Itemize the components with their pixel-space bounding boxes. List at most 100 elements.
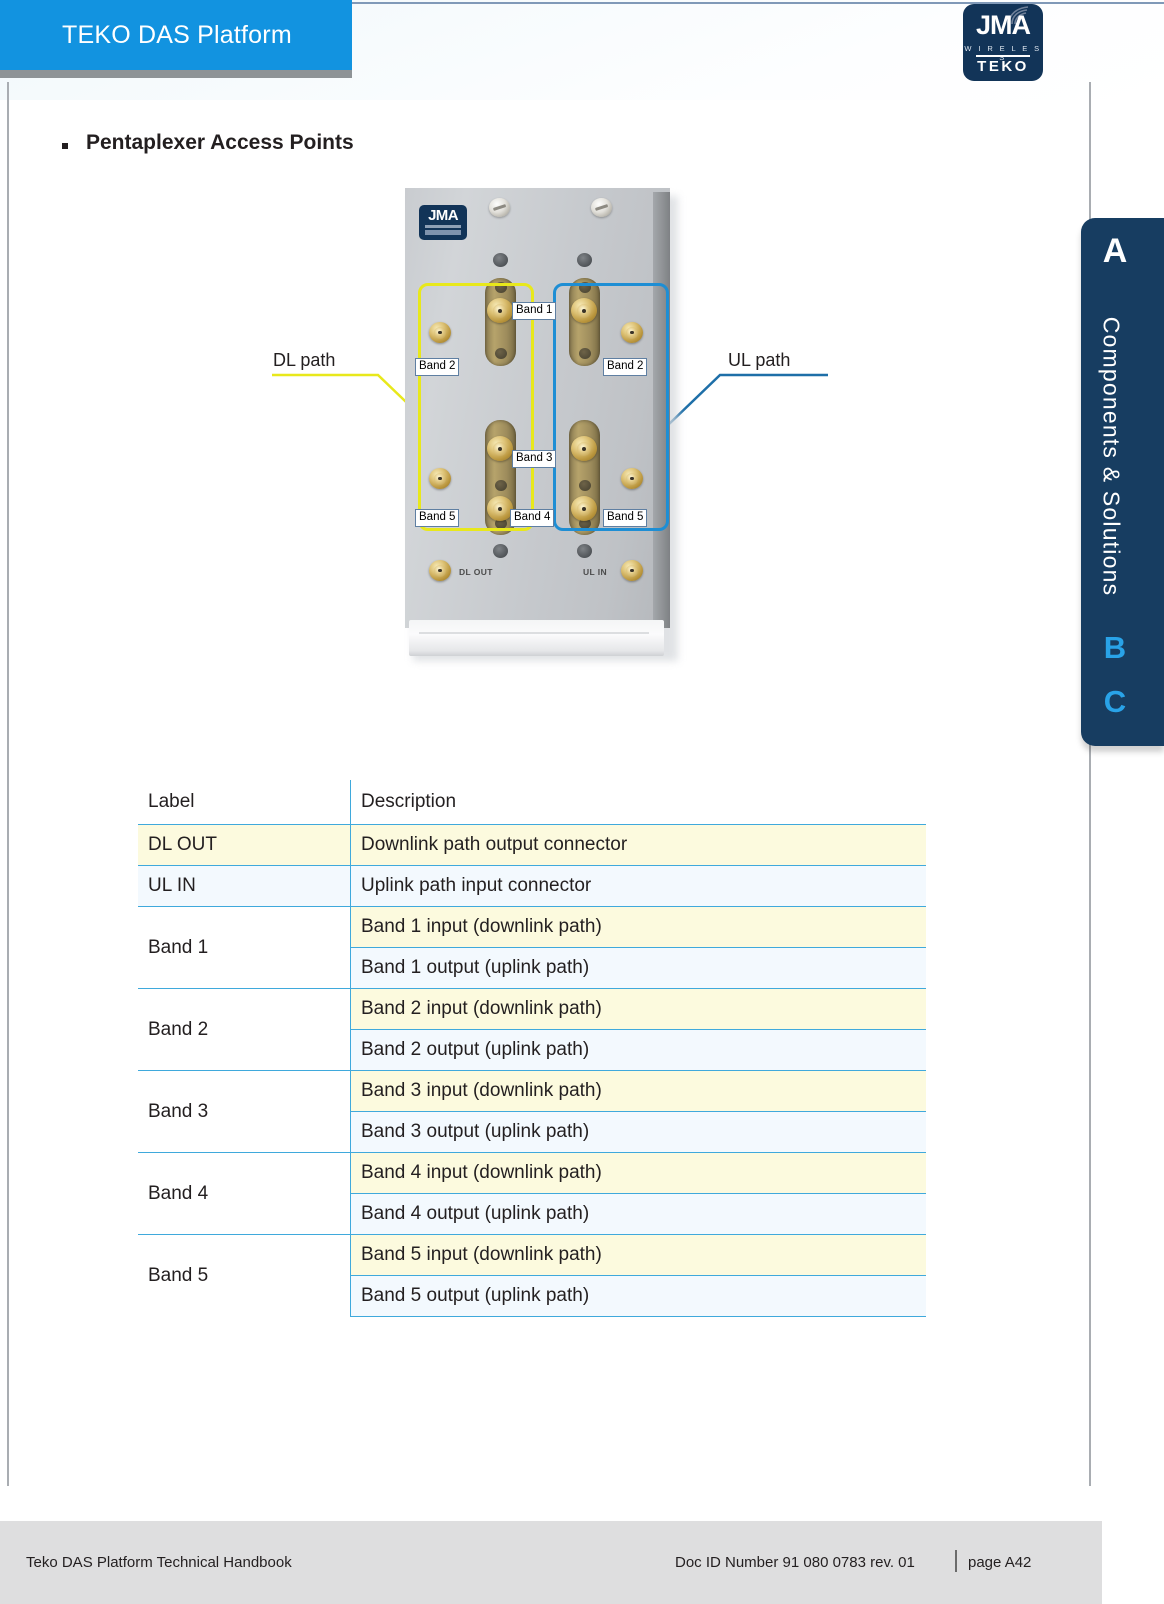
logo-jma-text: JMA xyxy=(975,10,1031,40)
row-desc-ul-in: Uplink path input connector xyxy=(350,865,926,907)
connector-band3-dl xyxy=(487,436,513,461)
strip-hole-6 xyxy=(579,348,591,359)
device-sticker-text: JMA xyxy=(428,207,458,224)
dark-port-lower-left xyxy=(493,544,508,558)
table-row: Band 2 output (uplink path) xyxy=(138,1029,926,1071)
row-label-dl-out: DL OUT xyxy=(138,824,351,866)
connector-band2-ul xyxy=(621,322,643,343)
side-tab-chapter-title: Components & Solutions xyxy=(1098,316,1125,597)
footer-doc-id: Doc ID Number 91 080 0783 rev. 01 xyxy=(675,1554,915,1571)
side-tab-letter-c[interactable]: C xyxy=(1103,684,1127,719)
strip-hole-2 xyxy=(495,348,507,359)
connector-band5-dl xyxy=(429,468,451,489)
table-row: Band 1 Band 1 input (downlink path) xyxy=(138,906,926,989)
logo-wireless-text: W I R E L E S S xyxy=(964,44,1042,62)
strip-hole-8 xyxy=(579,518,591,529)
platform-title-tab xyxy=(0,0,352,70)
row-desc-band-3-in: Band 3 input (downlink path) xyxy=(350,1070,926,1112)
strip-hole-5 xyxy=(579,282,591,293)
strip-hole-4 xyxy=(495,518,507,529)
connector-band1-ul xyxy=(571,298,597,323)
row-desc-band-2-in: Band 2 input (downlink path) xyxy=(350,988,926,1030)
connector-band3-ul xyxy=(571,436,597,461)
table-row: Band 3 Band 3 input (downlink path) xyxy=(138,1070,926,1153)
footer-handbook-title: Teko DAS Platform Technical Handbook xyxy=(26,1554,292,1571)
chip-band2-ul: Band 2 xyxy=(603,358,648,376)
strip-hole-7 xyxy=(579,480,591,491)
dark-port-left xyxy=(493,253,508,267)
page-footer xyxy=(0,1521,1102,1604)
row-label-ul-in: UL IN xyxy=(138,865,351,907)
connector-label-table: Label Description DL OUT Downlink path o… xyxy=(138,780,926,1317)
row-label-band-1: Band 1 xyxy=(138,906,351,989)
table-head: Label Description xyxy=(138,780,926,825)
bullet-icon xyxy=(62,143,68,149)
row-desc-band-4-in: Band 4 input (downlink path) xyxy=(350,1152,926,1194)
device-sticker-line1 xyxy=(425,225,461,228)
row-desc-band-4-out: Band 4 output (uplink path) xyxy=(350,1193,926,1235)
label-description-table: Label Description DL OUT Downlink path o… xyxy=(138,780,926,1317)
device-base-highlight xyxy=(419,632,649,634)
row-label-band-4: Band 4 xyxy=(138,1152,351,1235)
device-sticker-line2 xyxy=(425,230,461,235)
table-row: Band 5 Band 5 input (downlink path) xyxy=(138,1234,926,1317)
dark-port-lower-right xyxy=(577,544,592,558)
chip-band5-ul: Band 5 xyxy=(603,509,648,527)
connector-band2-dl xyxy=(429,322,451,343)
ul-path-highlight-box xyxy=(553,283,669,531)
row-desc-band-5-out: Band 5 output (uplink path) xyxy=(350,1275,926,1317)
connector-band4-ul xyxy=(571,496,597,521)
footer-separator xyxy=(955,1550,957,1572)
page-left-rule xyxy=(7,82,9,1486)
ul-path-callout-label: UL path xyxy=(728,350,791,370)
chip-band4: Band 4 xyxy=(510,509,555,527)
table-row: Band 2 Band 2 input (downlink path) xyxy=(138,988,926,1071)
row-desc-band-1-out: Band 1 output (uplink path) xyxy=(350,947,926,989)
device-front-panel xyxy=(405,188,670,628)
connector-band5-ul xyxy=(621,468,643,489)
table-row: Band 4 Band 4 input (downlink path) xyxy=(138,1152,926,1235)
table-row: Band 1 output (uplink path) xyxy=(138,947,926,989)
page-right-rule xyxy=(1089,82,1091,1486)
device-side-face xyxy=(653,192,670,628)
chip-band5-dl: Band 5 xyxy=(415,509,460,527)
row-desc-band-1-in: Band 1 input (downlink path) xyxy=(350,906,926,948)
table-header-row: Label Description xyxy=(138,780,926,825)
table-row: Band 3 output (uplink path) xyxy=(138,1111,926,1153)
connector-band4-dl xyxy=(487,496,513,521)
pentaplexer-figure: DL path UL path JMA xyxy=(250,180,850,700)
row-desc-dl-out: Downlink path output connector xyxy=(350,824,926,866)
row-label-band-2: Band 2 xyxy=(138,988,351,1071)
pentaplexer-device-photo: JMA xyxy=(405,188,678,661)
side-tab-letter-b[interactable]: B xyxy=(1103,630,1127,665)
row-label-band-3: Band 3 xyxy=(138,1070,351,1153)
table-row: UL IN Uplink path input connector xyxy=(138,865,926,907)
platform-title: TEKO DAS Platform xyxy=(62,21,292,49)
side-tab-letter-a[interactable]: A xyxy=(1102,232,1128,270)
row-desc-band-3-out: Band 3 output (uplink path) xyxy=(350,1111,926,1153)
connector-band1-dl xyxy=(487,298,513,323)
jma-wireless-teko-logo: JMA W I R E L E S S TEKO xyxy=(963,4,1043,81)
logo-teko-text: TEKO xyxy=(977,58,1029,75)
chapter-side-tab[interactable]: A Components & Solutions B C xyxy=(1081,218,1164,746)
platform-title-tab-shadow xyxy=(0,70,352,78)
col-header-label: Label xyxy=(138,780,351,825)
device-jma-sticker: JMA xyxy=(419,205,467,240)
dl-path-highlight-box xyxy=(418,283,534,531)
table-row: Band 4 output (uplink path) xyxy=(138,1193,926,1235)
device-base xyxy=(409,620,664,656)
chip-band1: Band 1 xyxy=(512,302,557,320)
section-heading: Pentaplexer Access Points xyxy=(86,131,354,154)
table-row: DL OUT Downlink path output connector xyxy=(138,824,926,866)
strip-hole-1 xyxy=(495,282,507,293)
logo-divider xyxy=(976,55,1030,57)
strip-hole-3 xyxy=(495,480,507,491)
chip-band3: Band 3 xyxy=(512,450,557,468)
row-desc-band-5-in: Band 5 input (downlink path) xyxy=(350,1234,926,1276)
connector-dl-out xyxy=(429,560,451,581)
dark-port-right xyxy=(577,253,592,267)
signal-waves-icon xyxy=(1008,6,1029,25)
connector-ul-in xyxy=(621,560,643,581)
table-body: DL OUT Downlink path output connector UL… xyxy=(138,824,926,1317)
col-header-description: Description xyxy=(350,780,926,825)
